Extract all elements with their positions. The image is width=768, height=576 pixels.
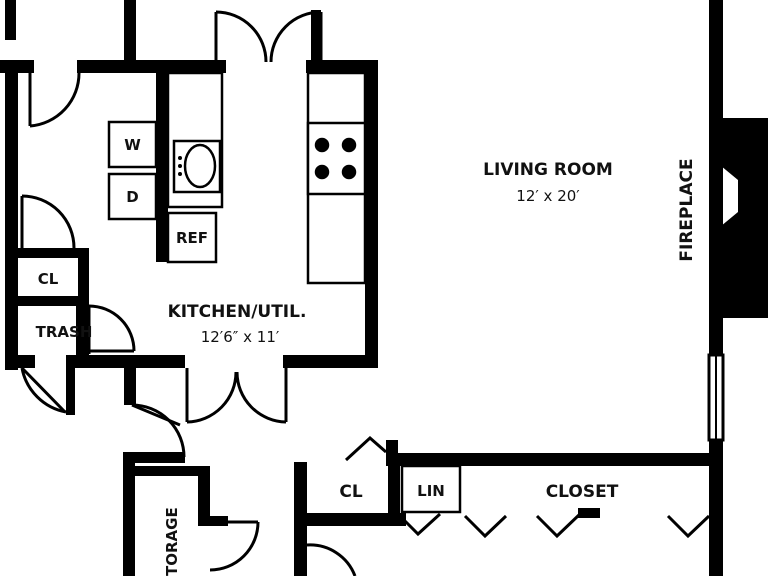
fireplace-label: FIREPLACE [677,158,697,261]
kitchen-name: KITCHEN/UTIL. [168,302,307,322]
closet-handle [578,508,600,518]
kitchen-size: 12′6″ x 11′ [201,328,280,346]
refrigerator: REF [166,211,218,264]
doors [20,10,711,576]
dryer-label: D [126,188,138,206]
sink-counter [166,71,224,209]
trash-label: TRASH [36,323,93,341]
living-room-size: 12′ x 20′ [516,187,580,205]
washer-label: W [124,136,141,154]
storage-label: TORAGE [163,507,181,576]
linen-label: LIN [417,482,445,500]
closet-label-kitchen: CL [38,270,59,288]
closet-label-hall: CL [339,482,362,502]
window [707,353,725,442]
closet-label-large: CLOSET [546,482,619,502]
washer: W [107,120,158,169]
stove-counter [306,71,367,285]
linen-closet [400,464,462,514]
refrigerator-label: REF [176,229,208,247]
living-room-name: LIVING ROOM [483,160,613,180]
dryer: D [107,172,158,221]
